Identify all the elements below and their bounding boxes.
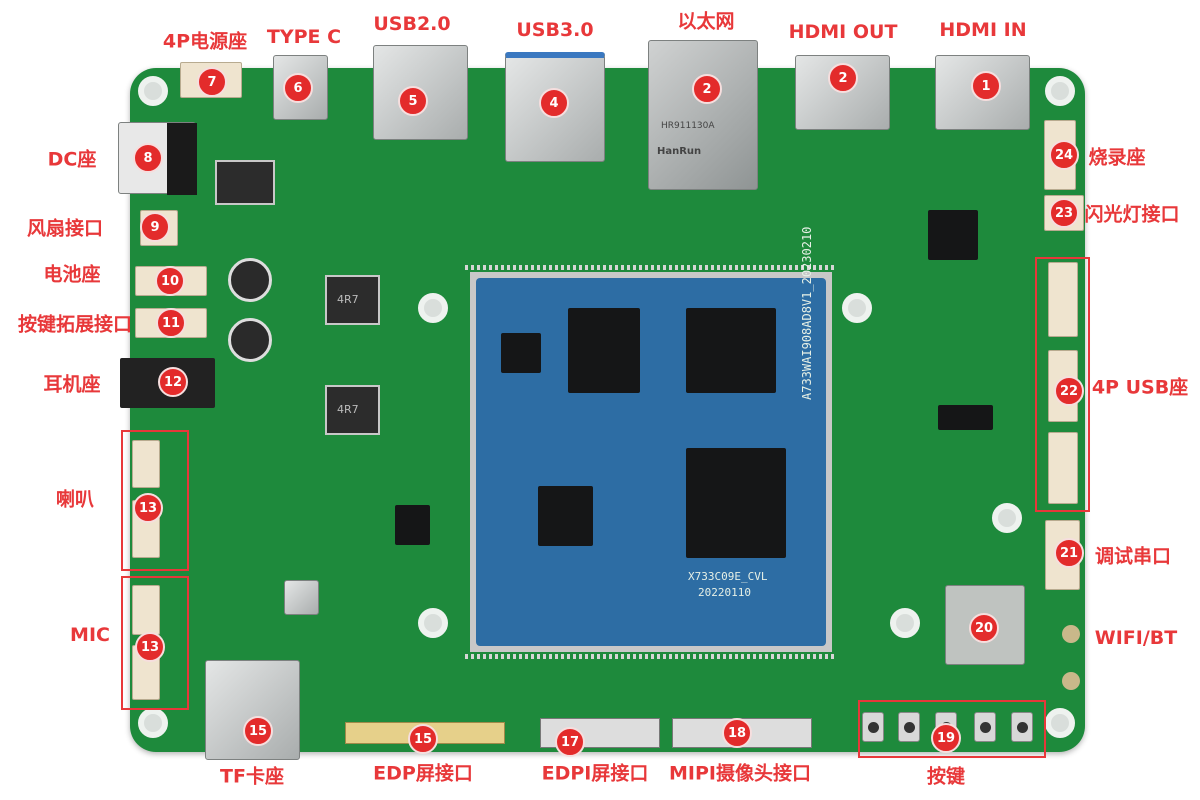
marker-mic: 13 xyxy=(135,632,165,662)
core-marking: X733C09E_CVL xyxy=(688,570,768,583)
mic-connector xyxy=(132,585,160,635)
inductor-text: 4R7 xyxy=(337,293,359,306)
capacitor xyxy=(228,258,272,302)
marker-ethernet: 2 xyxy=(692,74,722,104)
marker-key-ext: 11 xyxy=(156,308,186,338)
mount-hole xyxy=(992,503,1022,533)
usb-4p-connector xyxy=(1048,262,1078,337)
audio-chip xyxy=(395,505,430,545)
marker-keys: 19 xyxy=(931,723,961,753)
label-hdmi-out: HDMI OUT xyxy=(788,21,898,43)
marker-hdmi-in: 1 xyxy=(971,71,1001,101)
mount-hole xyxy=(138,76,168,106)
label-mic: MIC xyxy=(70,624,110,646)
mount-hole xyxy=(138,708,168,738)
antenna-connector xyxy=(1062,672,1080,690)
mount-hole xyxy=(1045,708,1075,738)
label-battery: 电池座 xyxy=(43,263,101,286)
capacitor xyxy=(228,318,272,362)
board-marking: A733WAI908AD8V1_20230210 xyxy=(800,226,814,400)
core-date: 20220110 xyxy=(698,586,751,599)
antenna-connector xyxy=(1062,625,1080,643)
memory-chip xyxy=(686,308,776,393)
label-flash-light: 闪光灯接口 xyxy=(1084,203,1180,226)
push-button[interactable] xyxy=(898,712,920,742)
marker-mipi: 18 xyxy=(722,718,752,748)
inductor: 4R7 xyxy=(325,275,380,325)
ethernet-port: HanRun HR911130A xyxy=(648,40,758,190)
mount-hole xyxy=(418,293,448,323)
push-button[interactable] xyxy=(1011,712,1033,742)
mount-hole xyxy=(890,608,920,638)
label-keys: 按键 xyxy=(926,765,966,788)
chip xyxy=(928,210,978,260)
marker-type-c: 6 xyxy=(283,73,313,103)
dc-jack xyxy=(118,122,197,195)
ethernet-part: HR911130A xyxy=(661,121,715,131)
marker-edp: 15 xyxy=(408,724,438,754)
label-ethernet: 以太网 xyxy=(677,10,735,33)
push-button[interactable] xyxy=(974,712,996,742)
soc-chip xyxy=(686,448,786,558)
marker-power-4p: 7 xyxy=(197,67,227,97)
label-speaker: 喇叭 xyxy=(55,488,95,511)
chip xyxy=(501,333,541,373)
label-debug-uart: 调试串口 xyxy=(1094,545,1172,568)
marker-headphone: 12 xyxy=(158,367,188,397)
marker-wifi: 20 xyxy=(969,613,999,643)
label-burn: 烧录座 xyxy=(1088,146,1146,169)
marker-edpi: 17 xyxy=(555,727,585,757)
pin-row xyxy=(465,654,837,659)
label-usb-4p: 4P USB座 xyxy=(1091,376,1189,399)
label-wifi: WIFI/BT xyxy=(1094,627,1178,649)
speaker-connector xyxy=(132,440,160,488)
label-tf: TF卡座 xyxy=(220,765,284,788)
label-type-c: TYPE C xyxy=(266,26,342,48)
label-edpi: EDPI屏接口 xyxy=(541,762,649,785)
label-usb3: USB3.0 xyxy=(516,19,594,41)
label-usb2: USB2.0 xyxy=(373,13,451,35)
mount-hole xyxy=(418,608,448,638)
marker-usb3: 4 xyxy=(539,88,569,118)
label-edp: EDP屏接口 xyxy=(373,762,473,785)
marker-burn: 24 xyxy=(1049,140,1079,170)
label-mipi: MIPI摄像头接口 xyxy=(669,762,811,785)
label-power-4p: 4P电源座 xyxy=(162,30,248,53)
usb-4p-connector xyxy=(1048,432,1078,504)
push-button[interactable] xyxy=(862,712,884,742)
label-hdmi-in: HDMI IN xyxy=(939,19,1027,41)
marker-hdmi-out: 2 xyxy=(828,63,858,93)
marker-dc: 8 xyxy=(133,143,163,173)
marker-usb2: 5 xyxy=(398,86,428,116)
marker-flash-light: 23 xyxy=(1049,198,1079,228)
label-headphone: 耳机座 xyxy=(43,373,101,396)
inductor: 4R7 xyxy=(325,385,380,435)
label-key-ext: 按键拓展接口 xyxy=(17,313,133,336)
mic-highlight-box xyxy=(121,576,189,710)
power-chip xyxy=(215,160,275,205)
memory-chip xyxy=(568,308,640,393)
shield-can xyxy=(284,580,319,615)
label-dc: DC座 xyxy=(47,148,97,171)
speaker-highlight-box xyxy=(121,430,189,571)
marker-fan: 9 xyxy=(140,212,170,242)
marker-tf: 15 xyxy=(243,716,273,746)
pin-row xyxy=(465,265,837,270)
marker-speaker: 13 xyxy=(133,493,163,523)
usb-4p-highlight-box xyxy=(1035,257,1090,512)
label-fan: 风扇接口 xyxy=(26,217,104,240)
mount-hole xyxy=(842,293,872,323)
marker-usb-4p: 22 xyxy=(1054,376,1084,406)
marker-battery: 10 xyxy=(155,266,185,296)
inductor-text: 4R7 xyxy=(337,403,359,416)
ethernet-brand: HanRun xyxy=(657,146,702,157)
core-module: X733C09E_CVL 20220110 xyxy=(470,272,832,652)
pmic-chip xyxy=(538,486,593,546)
mount-hole xyxy=(1045,76,1075,106)
chip xyxy=(938,405,993,430)
keys-highlight-box xyxy=(858,700,1046,758)
marker-debug-uart: 21 xyxy=(1054,538,1084,568)
